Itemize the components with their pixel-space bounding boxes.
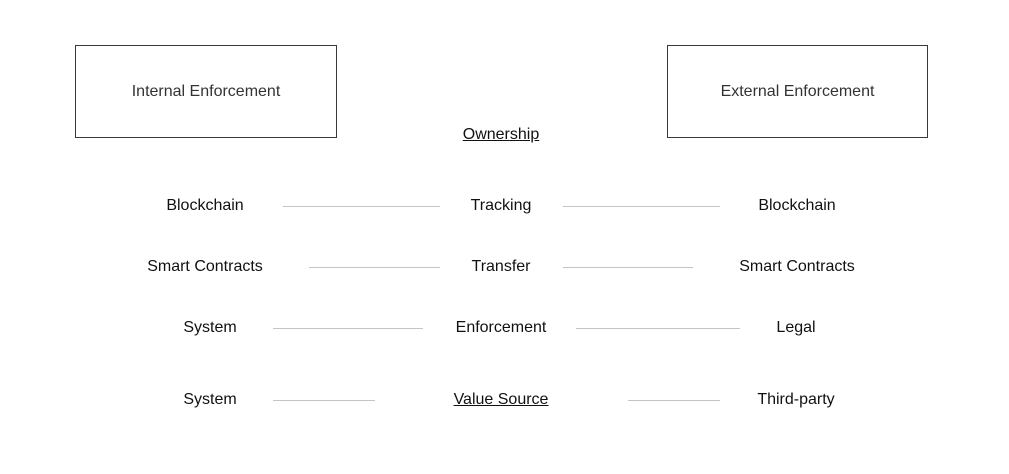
row-2-left-connector: [309, 267, 440, 268]
row-2-left-label: Smart Contracts: [147, 258, 263, 275]
row-3-right-label: Legal: [776, 319, 816, 336]
row-3-left-connector: [273, 328, 423, 329]
row-3-left-label: System: [183, 319, 237, 336]
row-2-right-label: Smart Contracts: [739, 258, 855, 275]
row-1-right-label: Blockchain: [758, 197, 836, 214]
row-1-right-connector: [563, 206, 720, 207]
row-2-center-label: Transfer: [471, 258, 531, 275]
row-3-center-label: Enforcement: [455, 319, 547, 336]
row-4-center-label: Value Source: [453, 391, 549, 408]
row-4-right-connector: [628, 400, 720, 401]
row-1-center-label: Tracking: [470, 197, 532, 214]
row-3-right-connector: [576, 328, 740, 329]
row-1-left-label: Blockchain: [166, 197, 244, 214]
row-4-right-label: Third-party: [757, 391, 835, 408]
row-4-left-connector: [273, 400, 375, 401]
ownership-header: Ownership: [462, 126, 540, 143]
external-enforcement-label: External Enforcement: [720, 82, 875, 100]
row-4-left-label: System: [183, 391, 237, 408]
row-2-right-connector: [563, 267, 693, 268]
external-enforcement-box: External Enforcement: [667, 45, 928, 138]
row-1-left-connector: [283, 206, 440, 207]
internal-enforcement-label: Internal Enforcement: [131, 82, 281, 100]
internal-enforcement-box: Internal Enforcement: [75, 45, 337, 138]
